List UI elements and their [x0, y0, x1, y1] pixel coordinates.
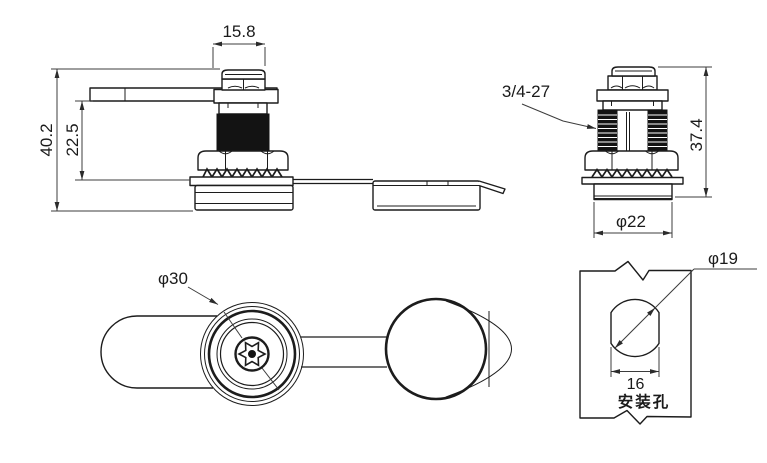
handle-outline — [100, 315, 217, 389]
top-hex-nut-front — [607, 75, 658, 91]
front-view-dimensions: 3/4-27 37.4 φ22 — [502, 66, 712, 238]
head-outer-ring — [207, 309, 297, 399]
thread-band-right — [647, 109, 668, 153]
top-washer — [213, 88, 279, 104]
collar-front — [602, 100, 663, 111]
top-view: φ30 — [100, 269, 512, 406]
dim-head-diameter-label: φ30 — [158, 269, 188, 288]
flat-washer-front — [581, 176, 684, 185]
mounting-hole-caption: 安装孔 — [618, 392, 671, 411]
side-view: 15.8 40.2 22.5 — [37, 22, 506, 212]
top-view-part — [100, 297, 512, 406]
base-cup — [194, 184, 294, 211]
cam-pad-circle — [384, 297, 488, 401]
mounting-hole-view: φ19 16 安装孔 — [579, 249, 757, 425]
dim-body-height-label: 22.5 — [63, 123, 82, 156]
collar — [218, 102, 268, 115]
cam-bent-tip — [478, 180, 506, 195]
lock-body — [216, 113, 270, 156]
thread-leader-line — [521, 103, 597, 129]
dim-overall-height-label: 40.2 — [37, 123, 56, 156]
key-center-dot — [248, 350, 256, 358]
cam-pad-envelope — [445, 300, 512, 398]
side-view-dimensions: 15.8 40.2 22.5 — [37, 22, 266, 212]
top-washer-front — [596, 89, 669, 102]
base-plate — [189, 176, 294, 187]
dim-cap-width-label: 15.8 — [222, 22, 255, 41]
top-view-dimensions: φ30 — [158, 269, 219, 305]
dim-base-diameter-label: φ22 — [616, 212, 646, 231]
front-view: 3/4-27 37.4 φ22 — [502, 66, 712, 238]
mounting-nut-front — [584, 150, 679, 171]
head-diameter-leader — [187, 286, 219, 305]
base-cup-front — [593, 183, 673, 201]
key-slot-star — [237, 341, 267, 367]
dim-across-flats-label: 16 — [627, 376, 645, 393]
dim-front-height-label: 37.4 — [687, 118, 706, 151]
front-view-part — [581, 66, 684, 201]
mounting-nut — [197, 150, 289, 171]
hole-dimensions: φ19 16 安装孔 — [610, 249, 757, 411]
thread-band-left — [597, 109, 618, 153]
side-view-part — [89, 69, 506, 211]
thread-crests — [598, 114, 667, 147]
dim-hole-diameter-label: φ19 — [708, 249, 738, 268]
thread-spec-label: 3/4-27 — [502, 82, 550, 101]
